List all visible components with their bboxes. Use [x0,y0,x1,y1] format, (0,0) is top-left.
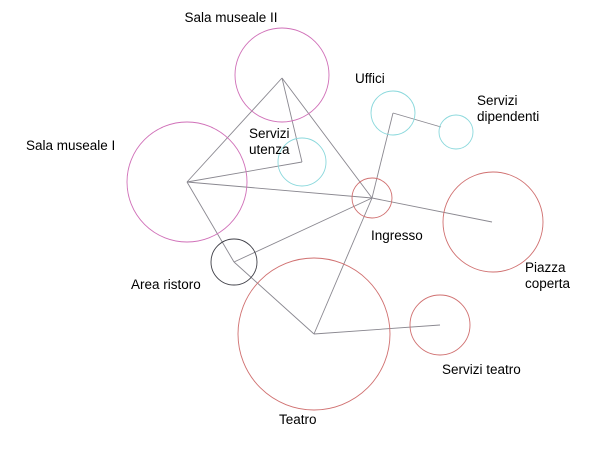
space-uffici-label: Uffici [355,71,385,86]
space-servdip-label-line: dipendenti [477,109,539,124]
connection-teatro-servteatro [313,324,441,335]
space-teatro-circle [237,257,391,411]
space-piazza-label-line: Piazza [525,260,566,275]
space-ristoro-circle [210,238,258,286]
space-sala2-label: Sala museale II [184,10,277,25]
connections [186,77,493,335]
space-ingresso-label-line: Ingresso [371,228,423,243]
space-piazza-circle [442,171,544,273]
connection-ristoro-ingresso [233,197,373,263]
connection-sala1-ingresso [186,181,373,199]
space-servteatro-circle [409,294,471,356]
space-teatro-label-line: Teatro [279,412,317,427]
space-sala2-label-line: Sala museale II [184,10,277,25]
connection-sala2-ingresso [281,77,373,199]
space-servut-label-line: Servizi [249,126,290,141]
space-servut-label-line: utenza [249,142,290,157]
space-servut-circle [277,137,327,187]
space-servteatro-label-line: Servizi teatro [442,362,521,377]
connection-sala1-ristoro [186,181,235,263]
space-uffici-circle [370,90,416,136]
space-teatro-label: Teatro [279,412,317,427]
connection-ingresso-uffici [371,112,394,199]
connection-sala1-servut [186,161,303,183]
space-uffici-label-line: Uffici [355,71,385,86]
space-sala1-label: Sala museale I [26,138,115,153]
connection-uffici-servdip [392,112,442,128]
space-servdip-circle [438,114,474,150]
connection-ristoro-teatro [233,261,315,335]
connection-sala1-sala2 [186,77,283,183]
space-servteatro-label: Servizi teatro [442,362,521,377]
connection-teatro-ingresso [313,197,373,335]
space-sala2-circle [234,27,330,123]
space-ingresso-circle [351,177,393,219]
connection-ingresso-piazza [371,197,493,223]
space-ristoro-label: Area ristoro [131,277,201,292]
space-ingresso-label: Ingresso [371,228,423,243]
space-sala1-circle [126,121,248,243]
spaces [126,27,544,411]
space-ristoro-label-line: Area ristoro [131,277,201,292]
space-labels: Sala museale II Sala museale I UfficiServi… [26,10,571,427]
connection-sala2-servut [281,77,303,163]
space-sala1-label-line: Sala museale I [26,138,115,153]
space-piazza-label-line: coperta [525,276,571,291]
space-servdip-label-line: Servizi [477,93,518,108]
